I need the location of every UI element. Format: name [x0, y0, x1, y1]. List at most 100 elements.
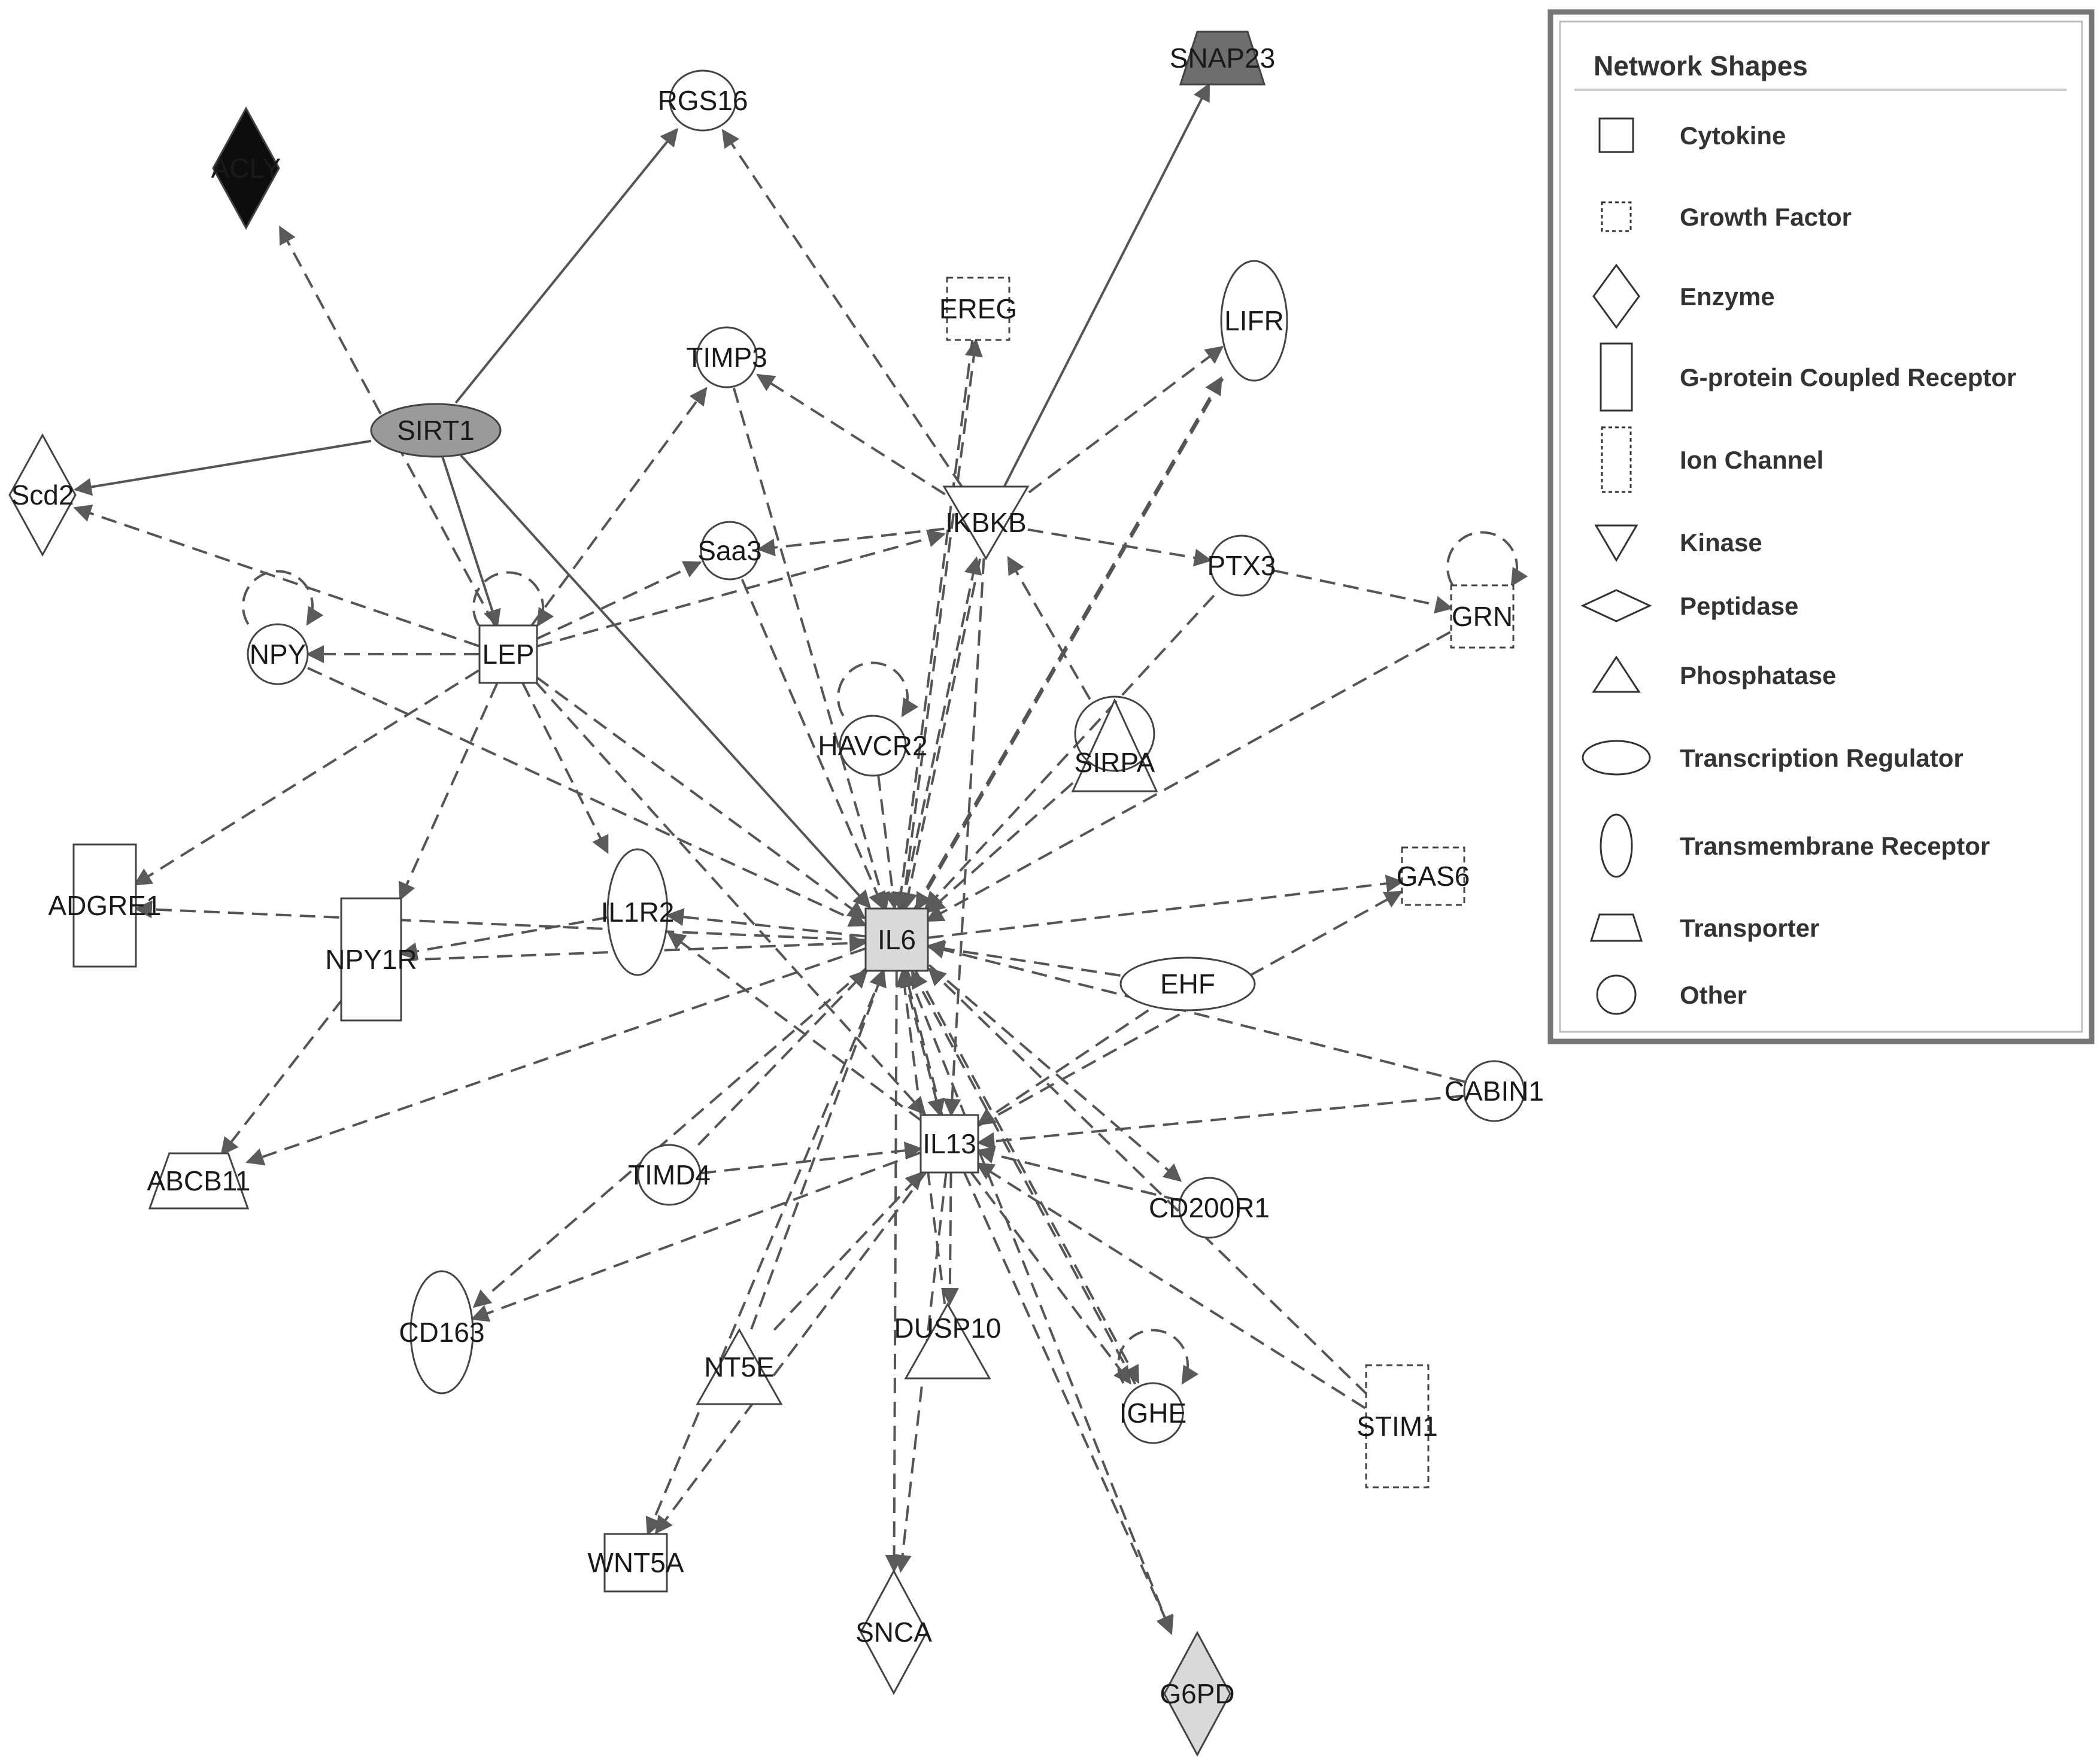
node-rgs16[interactable]: RGS16 — [658, 69, 748, 132]
node-il13[interactable]: IL13 — [919, 1114, 979, 1174]
node-ighe[interactable]: IGHE — [1119, 1382, 1186, 1444]
node-abcb11-shape — [148, 1152, 250, 1210]
node-grn-label: GRN — [1452, 601, 1513, 632]
legend-item-transporter: Transporter — [1589, 913, 1819, 942]
node-cabin1[interactable]: CABIN1 — [1444, 1060, 1544, 1122]
legend-dashed-tall-rect-icon — [1601, 426, 1632, 493]
node-havcr2[interactable]: HAVCR2 — [818, 715, 928, 777]
edge-il13-to-wnt5a — [654, 1171, 928, 1535]
node-grn-shape — [1450, 584, 1515, 649]
node-acly-label: ACLY — [211, 153, 281, 184]
node-wnt5a-label: WNT5A — [588, 1547, 684, 1578]
node-saa3-label: Saa3 — [697, 535, 761, 566]
legend-item-g-protein-coupled-receptor: G-protein Coupled Receptor — [1600, 342, 2016, 412]
node-nt5e[interactable]: NT5E — [696, 1327, 783, 1405]
edge-grn-to-il6 — [925, 631, 1451, 922]
node-scd2[interactable]: Scd2 — [8, 433, 77, 557]
edge-il1r2-to-npy1r — [399, 916, 608, 961]
edge-sirt1-to-il6 — [460, 454, 872, 909]
node-lep[interactable]: LEP — [478, 624, 538, 684]
legend-item-ion-channel: Ion Channel — [1601, 426, 1823, 493]
node-ikbkb[interactable]: IKBKB — [942, 485, 1030, 560]
node-ikbkb-label: IKBKB — [945, 507, 1027, 538]
node-g6pd[interactable]: G6PD — [1160, 1630, 1235, 1757]
edge-il6-to-ikbkb — [900, 556, 982, 909]
node-snca[interactable]: SNCA — [855, 1569, 932, 1696]
legend-item-phosphatase: Phosphatase — [1592, 655, 1836, 693]
edge-ehf-to-il13 — [976, 1009, 1149, 1126]
node-il13-shape — [919, 1114, 979, 1174]
edge-il6-to-g6pd — [906, 971, 1174, 1635]
node-lifr[interactable]: LIFR — [1220, 260, 1288, 382]
node-cd200r1[interactable]: CD200R1 — [1149, 1177, 1270, 1239]
node-snap23[interactable]: SNAP23 — [1170, 31, 1275, 86]
node-adgre1[interactable]: ADGRE1 — [48, 843, 162, 968]
node-il6[interactable]: IL6 — [864, 907, 929, 972]
node-timp3[interactable]: TIMP3 — [686, 326, 767, 388]
legend-item-label: Transporter — [1680, 914, 1819, 942]
node-gas6[interactable]: GAS6 — [1397, 846, 1470, 906]
edge-il13-to-il1r2 — [667, 931, 922, 1122]
node-wnt5a[interactable]: WNT5A — [588, 1533, 684, 1593]
node-timd4-shape — [637, 1144, 702, 1206]
legend-tall-rect-icon — [1600, 342, 1633, 412]
node-ikbkb-shape — [942, 485, 1030, 560]
edge-sirpa-to-il6 — [926, 782, 1074, 913]
node-snca-label: SNCA — [855, 1617, 932, 1648]
node-stim1-shape — [1365, 1364, 1430, 1488]
node-il1r2-label: IL1R2 — [601, 897, 675, 928]
edge-ighe-to-il6 — [911, 970, 1137, 1385]
edge-lep-to-saa3 — [535, 561, 702, 640]
node-ehf[interactable]: EHF — [1119, 956, 1256, 1011]
edge-il13-to-cd163 — [471, 1152, 921, 1322]
node-cd163[interactable]: CD163 — [399, 1270, 485, 1395]
node-g6pd-shape — [1163, 1630, 1231, 1757]
edge-il6-to-abcb11 — [245, 947, 866, 1166]
legend-item-label: Transcription Regulator — [1680, 744, 1964, 772]
node-rgs16-label: RGS16 — [658, 85, 748, 116]
legend-item-cytokine: Cytokine — [1598, 117, 1786, 153]
node-dusp10[interactable]: DUSP10 — [894, 1302, 1002, 1380]
edge-ikbkb-to-il13 — [943, 558, 985, 1117]
edge-ikbkb-to-il6 — [900, 558, 982, 911]
node-gas6-label: GAS6 — [1397, 861, 1470, 892]
node-npy[interactable]: NPY — [247, 623, 309, 685]
edge-nt5e-to-il13 — [773, 1171, 924, 1331]
node-snca-shape — [860, 1569, 928, 1696]
node-sirt1-label: SIRT1 — [397, 415, 475, 446]
edge-lep-to-npy1r — [398, 683, 499, 901]
node-timd4[interactable]: TIMD4 — [628, 1144, 711, 1206]
edge-timd4-to-il6 — [697, 969, 868, 1146]
node-sirpa[interactable]: SIRPA — [1071, 695, 1158, 792]
node-lifr-shape — [1220, 260, 1288, 382]
node-acly[interactable]: ACLY — [211, 106, 281, 230]
node-ehf-shape — [1119, 956, 1256, 1011]
node-grn[interactable]: GRN — [1450, 584, 1515, 649]
node-stim1[interactable]: STIM1 — [1356, 1364, 1438, 1488]
node-cd200r1-shape — [1178, 1177, 1240, 1239]
node-il6-shape — [864, 907, 929, 972]
legend-circle-icon — [1596, 974, 1637, 1015]
node-ptx3[interactable]: PTX3 — [1207, 534, 1276, 597]
node-abcb11[interactable]: ABCB11 — [147, 1152, 251, 1210]
legend-triangle-up-icon — [1592, 655, 1641, 693]
edge-ikbkb-to-rgs16 — [721, 129, 963, 488]
legend-item-label: Ion Channel — [1680, 446, 1823, 474]
edge-lep-to-adgre1 — [133, 669, 480, 886]
node-npy1r[interactable]: NPY1R — [325, 897, 417, 1022]
edge-sirt1-to-lep — [441, 457, 501, 628]
node-cd163-label: CD163 — [399, 1317, 484, 1348]
legend-item-label: G-protein Coupled Receptor — [1680, 363, 2016, 391]
node-il1r2[interactable]: IL1R2 — [601, 848, 675, 976]
edge-il6-to-il13 — [902, 971, 945, 1117]
node-dusp10-shape — [904, 1302, 991, 1380]
edge-npy-to-npy — [242, 570, 324, 626]
node-sirt1[interactable]: SIRT1 — [370, 403, 502, 458]
node-ereg[interactable]: EREG — [939, 277, 1017, 341]
edge-ikbkb-to-lifr — [1028, 345, 1224, 494]
node-saa3[interactable]: Saa3 — [697, 521, 762, 581]
edge-sirt1-to-rgs16 — [454, 127, 679, 404]
legend-item-label: Peptidase — [1680, 592, 1798, 620]
node-ptx3-shape — [1209, 534, 1274, 597]
